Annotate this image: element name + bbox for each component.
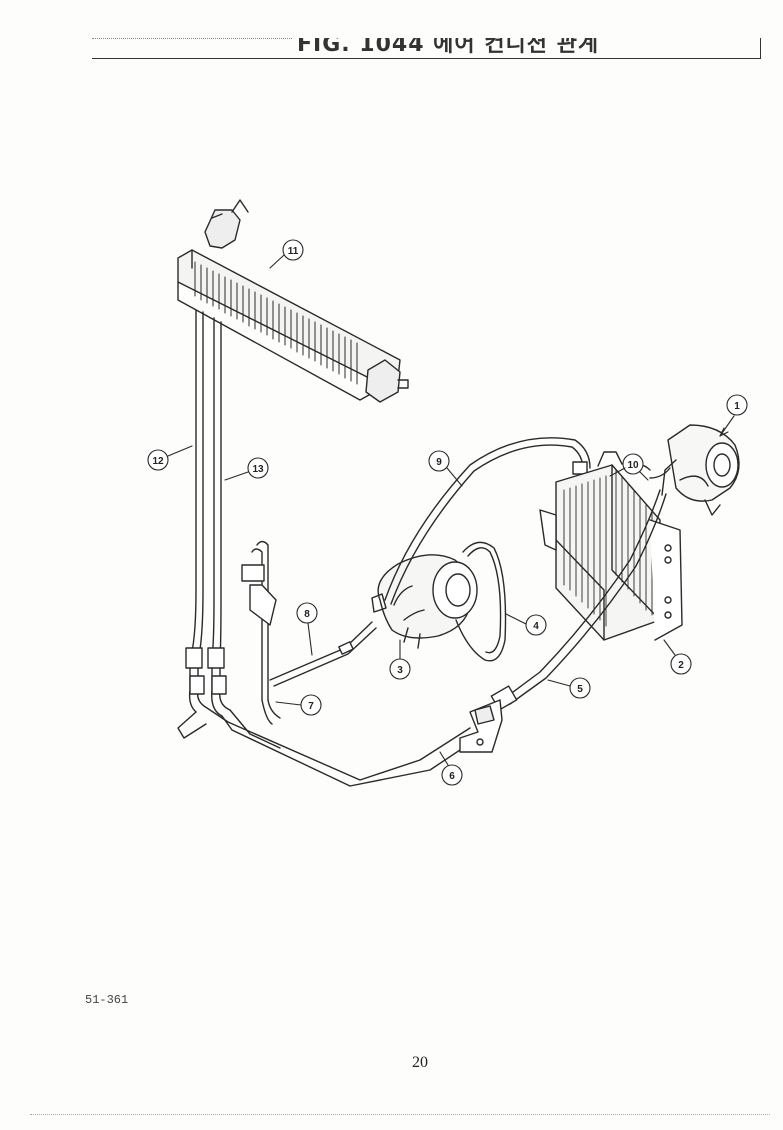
callout-label-11: 11: [288, 246, 299, 257]
callout-label-9: 9: [436, 457, 442, 468]
callout-4: [525, 614, 547, 636]
callout-2: [670, 653, 692, 675]
page-number: 20: [412, 1054, 428, 1071]
callout-label-5: 5: [577, 684, 583, 695]
compressor-drawing: [371, 541, 507, 662]
tube-assembly-drawing: [241, 540, 281, 725]
callout-label-4: 4: [533, 621, 539, 632]
callout-6: [441, 764, 463, 786]
callout-10: [622, 453, 644, 475]
condenser-drawing: [177, 199, 409, 403]
figure-reference-code: 51-361: [85, 993, 129, 1007]
callout-label-13: 13: [252, 464, 264, 475]
callout-8: [296, 602, 318, 624]
evaporator-drawing: [539, 451, 683, 641]
hose-6-drawing: [459, 699, 503, 753]
callout-5: [569, 677, 591, 699]
callout-13: [247, 457, 269, 479]
callout-label-10: 10: [627, 460, 639, 471]
callout-label-2: 2: [678, 660, 684, 671]
receiver-drier-drawing: [649, 424, 740, 516]
figure-title: FIG. 1044 에어 컨디션 관계: [297, 38, 600, 57]
left-lines: [177, 309, 476, 787]
callout-label-1: 1: [734, 401, 740, 412]
callout-9: [428, 450, 450, 472]
hose-8-drawing: [269, 621, 377, 687]
callouts: 1 2 3 4 5 6 7 8 9 10: [147, 239, 748, 786]
callout-label-8: 8: [304, 609, 310, 620]
callout-label-6: 6: [449, 771, 455, 782]
figure-header: FIG. 1044 에어 컨디션 관계: [92, 38, 761, 59]
header-rule: [92, 38, 292, 40]
callout-label-12: 12: [152, 456, 164, 467]
callout-label-3: 3: [397, 665, 403, 676]
callout-11: [282, 239, 304, 261]
callout-label-7: 7: [308, 701, 314, 712]
callout-12: [147, 449, 169, 471]
hose-9-drawing: [384, 437, 591, 605]
callout-1: [726, 394, 748, 416]
scan-edge: [30, 1114, 770, 1117]
